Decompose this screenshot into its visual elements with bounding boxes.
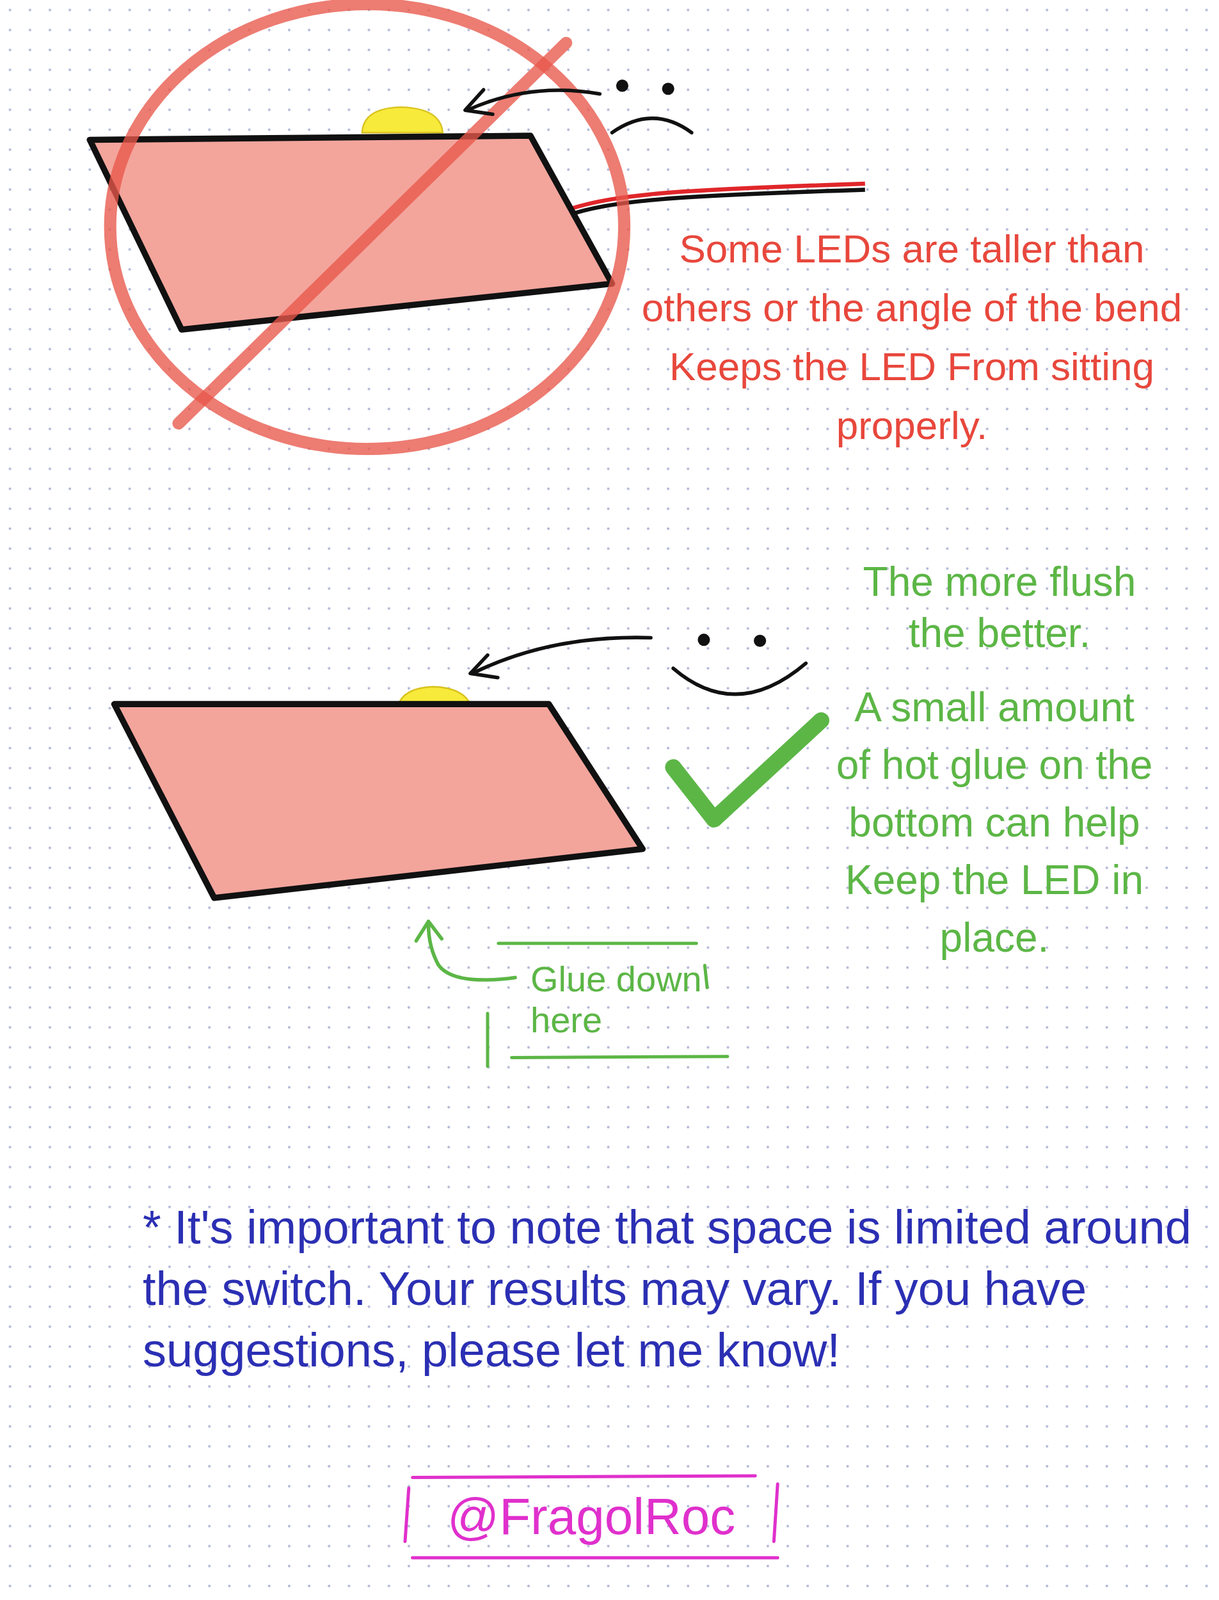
outline-stroke <box>486 1012 490 1067</box>
switch-body <box>114 703 644 898</box>
footnote: * It's important to note that space is l… <box>142 1196 1193 1381</box>
face-eye <box>697 633 710 646</box>
prohibition-slash <box>178 42 567 424</box>
smile-mouth <box>673 662 806 694</box>
pointer-arrow <box>472 637 651 674</box>
outline-stroke <box>412 1556 779 1560</box>
wire-black <box>564 190 866 217</box>
tip-note: A small amount of hot glue on the bottom… <box>834 678 1155 967</box>
frown-mouth <box>611 118 692 133</box>
face-eye <box>753 634 766 647</box>
outline-stroke <box>773 1483 778 1542</box>
glue-arrow <box>428 924 516 981</box>
outline-stroke <box>704 965 708 988</box>
outline-stroke <box>498 941 697 946</box>
prohibition-circle <box>110 3 624 449</box>
wire-red <box>569 183 866 210</box>
tip-note: The more flush the better. <box>839 556 1160 659</box>
face-eye <box>662 82 675 95</box>
face-eye <box>616 79 629 92</box>
arrow-head <box>465 89 493 114</box>
arrow-head <box>470 655 498 678</box>
node-text: @FragolRoc <box>447 1487 736 1546</box>
check-mark <box>673 720 821 820</box>
outline-stroke <box>412 1475 756 1478</box>
led-tall <box>362 106 443 133</box>
bracket-note: Glue down here <box>487 943 728 1067</box>
outline-stroke <box>511 1056 729 1058</box>
outline-stroke <box>405 1487 409 1541</box>
node-text: Glue down here <box>530 958 702 1041</box>
handle-box: @FragolRoc <box>405 1475 778 1558</box>
warning-note: Some LEDs are taller than others or the … <box>633 219 1191 455</box>
pointer-arrow <box>467 90 600 111</box>
switch-body <box>89 135 612 330</box>
arrow-head <box>415 921 442 941</box>
